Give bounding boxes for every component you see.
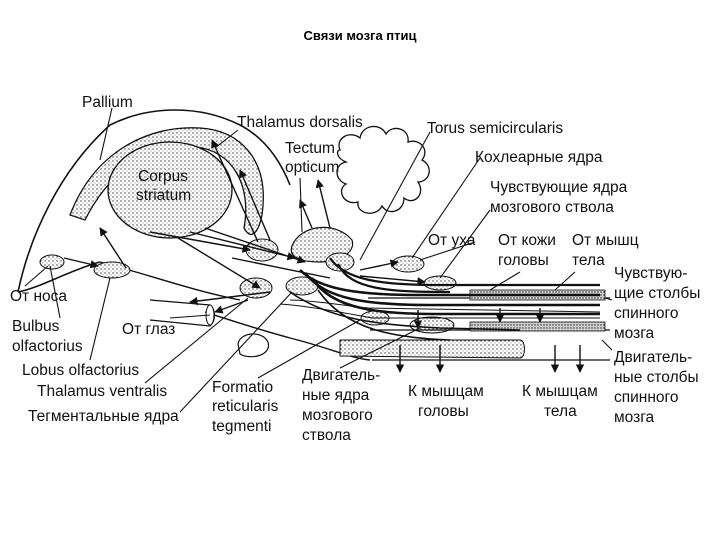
label-motor-nuclei-1: Двигатель- [302, 367, 380, 384]
label-bulbus-2: olfactorius [12, 338, 83, 355]
label-to-body-1: К мышцам [522, 383, 598, 400]
label-to-body-2: тела [544, 403, 577, 420]
label-from-skin-1: От кожи [498, 232, 556, 249]
label-cochlear: Кохлеарные ядра [475, 149, 603, 166]
label-pallium: Pallium [82, 94, 133, 111]
bulbus-olfactorius-shape [39, 254, 65, 270]
label-motor-nuclei-3: мозгового [302, 407, 373, 424]
label-to-head-2: головы [418, 403, 469, 420]
label-motor-nuclei-2: ные ядра [302, 387, 370, 404]
label-sensory-cols-4: мозга [614, 325, 655, 342]
label-thalamus-dorsalis: Thalamus dorsalis [237, 114, 363, 131]
label-motor-cols-4: мозга [614, 409, 655, 426]
lobus-olfactorius-shape [93, 261, 131, 279]
fiber-tracts [231, 257, 600, 341]
label-torus: Torus semicircularis [427, 120, 563, 137]
connection-arrows [63, 139, 585, 373]
corpus-striatum-shape [107, 141, 233, 239]
label-thalamus-ventralis: Thalamus ventralis [37, 383, 167, 400]
label-sensory-cols-1: Чувствую- [614, 265, 687, 282]
label-formatio-3: tegmenti [212, 418, 271, 435]
cerebellum-shape [336, 125, 430, 214]
label-from-muscle-1: От мышц [572, 232, 639, 249]
label-tegmental: Тегментальные ядра [28, 408, 179, 425]
label-from-ear: От уха [428, 232, 476, 249]
label-lobus: Lobus olfactorius [22, 362, 139, 379]
label-to-head-1: К мышцам [408, 383, 484, 400]
hypothalamus-shape [237, 333, 269, 358]
label-corpus-1: Corpus [138, 168, 188, 185]
label-from-nose: От носа [10, 288, 67, 305]
label-motor-nuclei-4: ствола [302, 427, 351, 444]
label-motor-cols-2: ные столбы [614, 369, 699, 386]
cochlear-nuclei-shape [391, 255, 425, 273]
label-from-muscle-2: тела [572, 252, 605, 269]
labels: Pallium Thalamus dorsalis Torus semicirc… [10, 94, 700, 444]
label-formatio-2: reticularis [212, 398, 279, 415]
label-sensory-nuclei-2: мозгового ствола [490, 199, 614, 216]
label-tectum-2: opticum [285, 159, 339, 176]
label-sensory-cols-2: щие столбы [614, 285, 700, 302]
label-motor-cols-1: Двигатель- [614, 349, 692, 366]
label-motor-cols-3: спинного [614, 389, 678, 406]
slide-title: Связи мозга птиц [303, 28, 417, 43]
label-sensory-nuclei-1: Чувствующие ядра [490, 179, 628, 196]
label-bulbus-1: Bulbus [12, 318, 60, 335]
brainstem-sensory-shape [423, 275, 457, 291]
label-from-skin-2: головы [498, 252, 549, 269]
label-tectum-1: Tectum [285, 140, 335, 157]
label-corpus-2: striatum [136, 187, 191, 204]
leader-lines [24, 107, 613, 413]
label-sensory-cols-3: спинного [614, 305, 678, 322]
torus-shape [325, 252, 355, 272]
label-from-eyes: От глаз [122, 321, 175, 338]
label-formatio-1: Formatio [212, 379, 273, 396]
